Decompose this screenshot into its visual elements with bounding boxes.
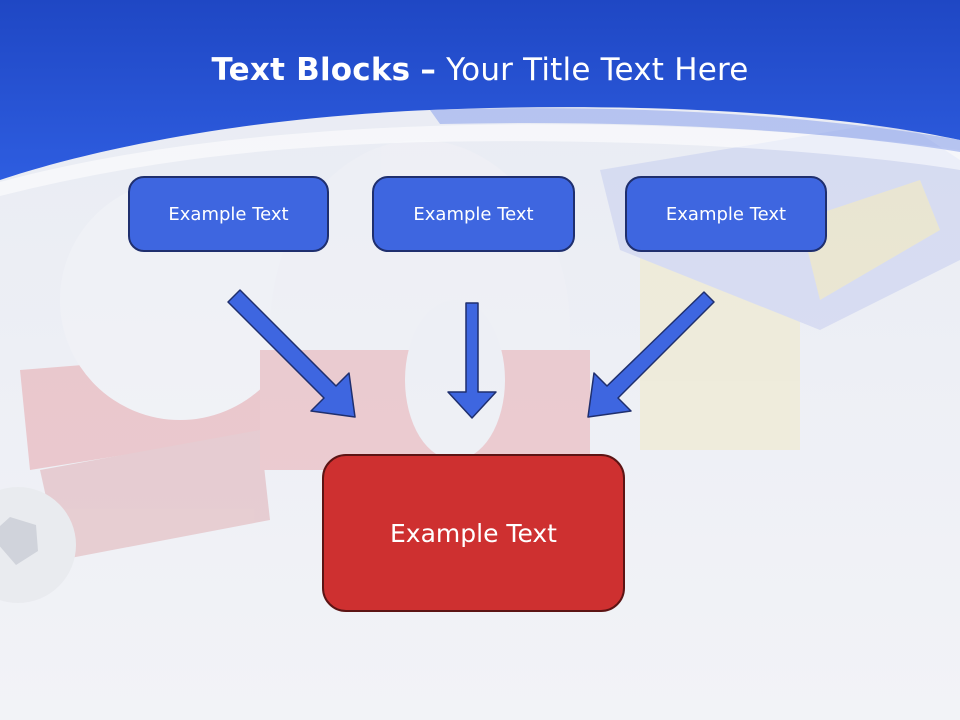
text-block-1[interactable]: Example Text: [128, 176, 329, 252]
title-bold-text: Text Blocks: [211, 52, 411, 88]
text-block-2-label: Example Text: [413, 203, 534, 225]
target-block[interactable]: Example Text: [322, 454, 625, 612]
text-block-2[interactable]: Example Text: [372, 176, 575, 252]
arrow-left-diagonal: [227, 289, 356, 418]
title-dash: –: [420, 52, 437, 88]
text-block-3-label: Example Text: [665, 203, 787, 225]
target-block-label: Example Text: [390, 518, 557, 548]
slide-title: Text Blocks – Your Title Text Here: [0, 52, 960, 88]
text-block-3[interactable]: Example Text: [625, 176, 827, 252]
arrow-center-down: [447, 302, 497, 419]
title-rest-text: Your Title Text Here: [446, 52, 749, 88]
arrow-right-diagonal: [587, 291, 715, 418]
soccer-ball-graphic: [0, 487, 76, 603]
header-band: [0, 0, 960, 180]
text-block-1-label: Example Text: [168, 203, 289, 225]
